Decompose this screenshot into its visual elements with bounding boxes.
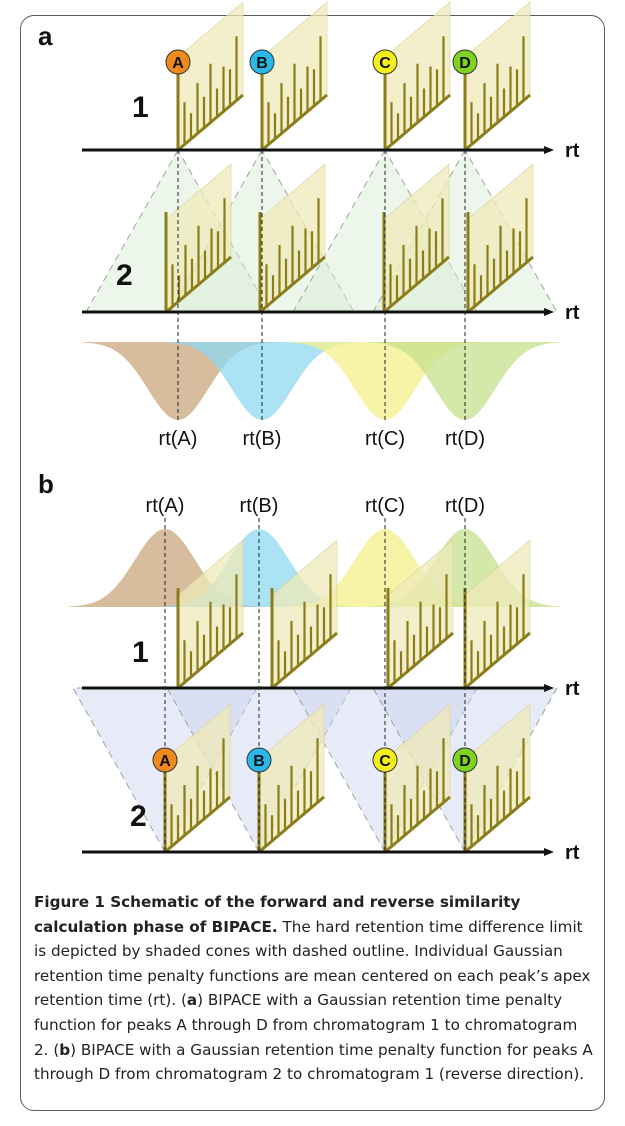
peak-badge-circle: [249, 49, 275, 75]
axis-label-rt: rt: [565, 302, 580, 324]
panel-a-row1-spectrum-A: [176, 1, 244, 152]
caption-body: The hard retention time difference limit…: [34, 917, 591, 1010]
panel-a-rt-label-D: rt(D): [445, 428, 485, 450]
peak-badge-letter: D: [459, 55, 471, 72]
peak-badge-circle: [452, 49, 478, 75]
panel-a-peak-badge-A: A: [165, 49, 191, 75]
caption-title: Figure 1 Schematic of the forward and re…: [34, 893, 521, 936]
panel-b-rt-label-B: rt(B): [240, 495, 279, 517]
caption-panel-b-text: ) BIPACE with a Gaussian retention time …: [34, 1040, 593, 1084]
peak-badge-letter: D: [459, 753, 471, 770]
panel-a-peak-badge-C: C: [372, 49, 398, 75]
panel-a-label: a: [38, 21, 53, 51]
axis-label-rt: rt: [565, 842, 580, 864]
panel-b-chrom-2-label: 2: [130, 800, 147, 833]
axis-label-rt: rt: [565, 678, 580, 700]
panel-b-peak-badge-C: C: [372, 747, 398, 773]
panel-b-label: b: [38, 469, 54, 499]
peak-badge-letter: B: [253, 753, 265, 770]
panel-a-rt-label-A: rt(A): [159, 428, 198, 450]
panel-a-rt-label-B: rt(B): [243, 428, 282, 450]
panel-b-rt-label-D: rt(D): [445, 495, 485, 517]
panel-b-rt-label-A: rt(A): [146, 495, 185, 517]
peak-badge-circle: [152, 747, 178, 773]
axis-label-rt: rt: [565, 140, 580, 162]
panel-a-row1-spectrum-B: [260, 1, 328, 152]
panel-b-peak-badge-B: B: [246, 747, 272, 773]
panel-b-chrom-1-label: 1: [132, 636, 149, 669]
panel-b-peak-badge-D: D: [452, 747, 478, 773]
panel-a-row2-spectrum-D: [466, 163, 534, 314]
panel-b-row1-spectrum-C: [386, 539, 454, 690]
panel-b-rt-label-C: rt(C): [365, 495, 405, 517]
panel-a-peak-badge-B: B: [249, 49, 275, 75]
peak-badge-letter: A: [172, 55, 184, 72]
panel-a-row1-spectrum-D: [463, 1, 531, 152]
panel-a-chrom-2-label: 2: [116, 259, 133, 292]
panel-a-row2-spectrum-A: [164, 163, 232, 314]
peak-badge-circle: [165, 49, 191, 75]
peak-badge-circle: [452, 747, 478, 773]
panel-a-row2-spectrum-C: [382, 163, 450, 314]
peak-badge-circle: [246, 747, 272, 773]
peak-badge-letter: B: [256, 55, 268, 72]
panel-b-row1-spectrum-B: [270, 539, 338, 690]
panel-b-row1-spectrum-A: [176, 539, 244, 690]
panel-a-chrom-1-label: 1: [132, 91, 149, 124]
peak-badge-letter: C: [379, 753, 391, 770]
panel-a-row1-spectrum-C: [383, 1, 451, 152]
caption-panel-a-ref: a: [186, 991, 198, 1010]
caption-panel-b-ref: b: [59, 1040, 71, 1059]
panel-a-peak-badge-D: D: [452, 49, 478, 75]
peak-badge-letter: A: [159, 753, 171, 770]
panel-b-row2-spectrum-C: [383, 703, 451, 854]
panel-a-row2-spectrum-B: [258, 163, 326, 314]
figure-caption: Figure 1 Schematic of the forward and re…: [34, 890, 594, 1087]
caption-panel-a-text: ) BIPACE with a Gaussian retention time …: [34, 991, 578, 1059]
peak-badge-circle: [372, 747, 398, 773]
panel-b-row1-spectrum-D: [463, 539, 531, 690]
peak-badge-letter: C: [379, 55, 391, 72]
panel-a-rt-label-C: rt(C): [365, 428, 405, 450]
peak-badge-circle: [372, 49, 398, 75]
panel-b-peak-badge-A: A: [152, 747, 178, 773]
